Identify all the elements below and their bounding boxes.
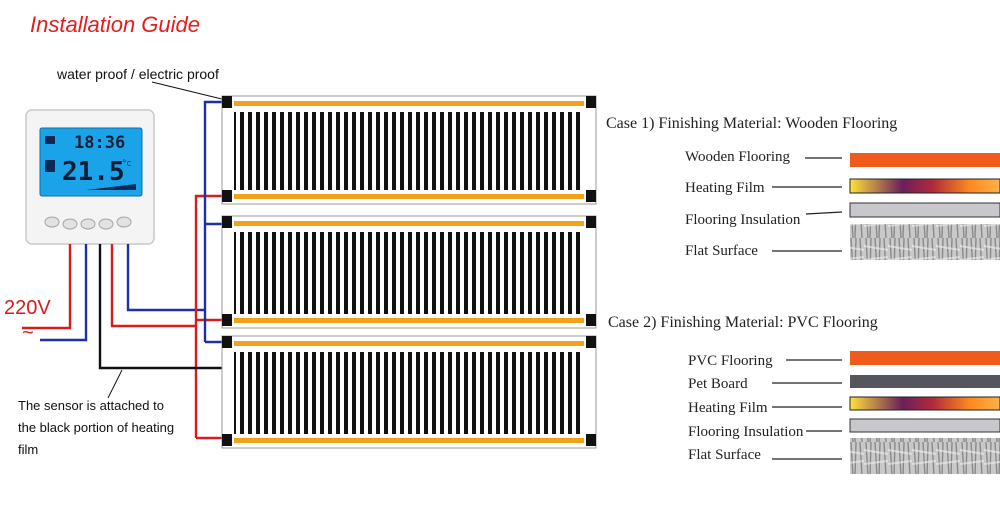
power-button[interactable] (116, 216, 132, 228)
flat-surface-swatch (850, 224, 1000, 260)
case2-layer-1-label: PVC Flooring (688, 353, 773, 369)
case2-layer-3-label: Heating Film (688, 400, 768, 416)
mode-icon (45, 136, 55, 144)
heating-film-3 (221, 335, 597, 449)
temperature-display: 21.5 (62, 157, 125, 187)
sensor-pointer (107, 369, 123, 399)
down-button[interactable] (80, 218, 96, 230)
blue-bus (203, 100, 228, 342)
menu-button[interactable] (44, 216, 60, 228)
case2-insulation-swatch (849, 418, 1000, 433)
heater-neutral-wire (126, 244, 205, 312)
case2-title: Case 2) Finishing Material: PVC Flooring (608, 314, 878, 331)
waterproof-label: water proof / electric proof (57, 66, 219, 82)
neutral-wire (40, 244, 88, 342)
case1-layer-3-label: Flooring Insulation (685, 212, 801, 228)
sensor-note-line-1: The sensor is attached to (18, 398, 164, 413)
ac-symbol: ~ (22, 322, 34, 344)
page-title: Installation Guide (30, 12, 200, 37)
sensor-note-line-2: the black portion of heating (18, 420, 175, 435)
case2-layer-2-label: Pet Board (688, 376, 748, 392)
time-display: 18:36 (74, 133, 125, 153)
heating-film-1 (221, 95, 597, 205)
case1-title: Case 1) Finishing Material: Wooden Floor… (606, 115, 897, 132)
case2-layer-5-label: Flat Surface (688, 447, 761, 463)
voltage-label: 220V (4, 297, 51, 319)
waterproof-pointer (151, 81, 231, 102)
heat-icon (45, 160, 55, 172)
case2-flat-surface-swatch (850, 438, 1000, 474)
temperature-unit: °c (122, 159, 132, 169)
pvc-flooring-swatch (850, 351, 1000, 365)
wooden-flooring-swatch (850, 153, 1000, 167)
case2-layer-4-label: Flooring Insulation (688, 424, 804, 440)
thermostat: 18:36 21.5 °c (25, 109, 155, 245)
case1-layer-1-label: Wooden Flooring (685, 149, 791, 165)
live-wire (22, 244, 72, 330)
case1-layer-2-label: Heating Film (685, 180, 765, 196)
heating-film-2 (221, 215, 597, 329)
up-button[interactable] (62, 218, 78, 230)
sensor-note-line-3: film (18, 442, 39, 457)
mode-button[interactable] (98, 218, 114, 230)
case2-heating-film-swatch (849, 396, 1000, 411)
level-bar-icon (86, 184, 136, 190)
pet-board-swatch (850, 375, 1000, 388)
insulation-swatch (849, 202, 1000, 218)
thermostat-buttons (44, 216, 132, 230)
case1-layer-4-label: Flat Surface (685, 243, 758, 259)
thermostat-screen (39, 127, 143, 197)
heater-live-wire (110, 244, 196, 328)
heating-film-swatch (849, 178, 1000, 194)
red-bus (194, 194, 228, 438)
case1-leader-3 (805, 211, 843, 215)
